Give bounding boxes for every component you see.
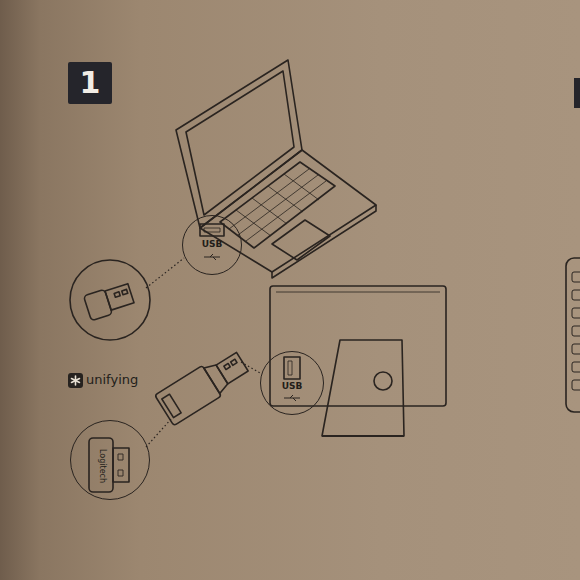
monitor-stand: [322, 340, 404, 436]
laptop-edge: [272, 205, 376, 278]
brand-text: Logitech: [98, 449, 107, 483]
usb-symbol: [204, 254, 220, 260]
brand-label: unifying: [86, 372, 138, 388]
leader-dotted: [146, 418, 172, 447]
laptop-keyboard: [220, 162, 335, 248]
unifying-receiver: [89, 438, 113, 492]
receiver-circle: [70, 260, 150, 340]
laptop-lid: [176, 60, 302, 228]
step-number: 1: [80, 68, 101, 98]
unifying-logo: [68, 373, 83, 388]
step-number-box: 1: [68, 62, 112, 104]
usb-port: [284, 357, 300, 379]
keyboard-edge: [566, 258, 580, 412]
trackpad: [272, 220, 330, 260]
receiver-callout: Logitech: [70, 420, 150, 500]
stand-hole: [374, 372, 392, 390]
port-label: USB: [261, 381, 323, 391]
laptop-base: [200, 150, 376, 272]
leader-dotted: [241, 362, 262, 374]
usb-port-callout: USB: [182, 215, 242, 275]
leader-dotted: [146, 258, 184, 288]
nano-receiver: [83, 282, 135, 321]
next-step-box: [574, 78, 580, 108]
usb-port: [200, 224, 224, 236]
usb-extender: [155, 346, 252, 425]
keyboard-keys: [229, 169, 326, 241]
unifying-star: [72, 376, 80, 385]
usb-symbol: [284, 395, 300, 401]
port-label: USB: [183, 239, 241, 249]
keyboard-edge-keys: [572, 272, 580, 390]
usb-port-callout: USB: [260, 351, 324, 415]
